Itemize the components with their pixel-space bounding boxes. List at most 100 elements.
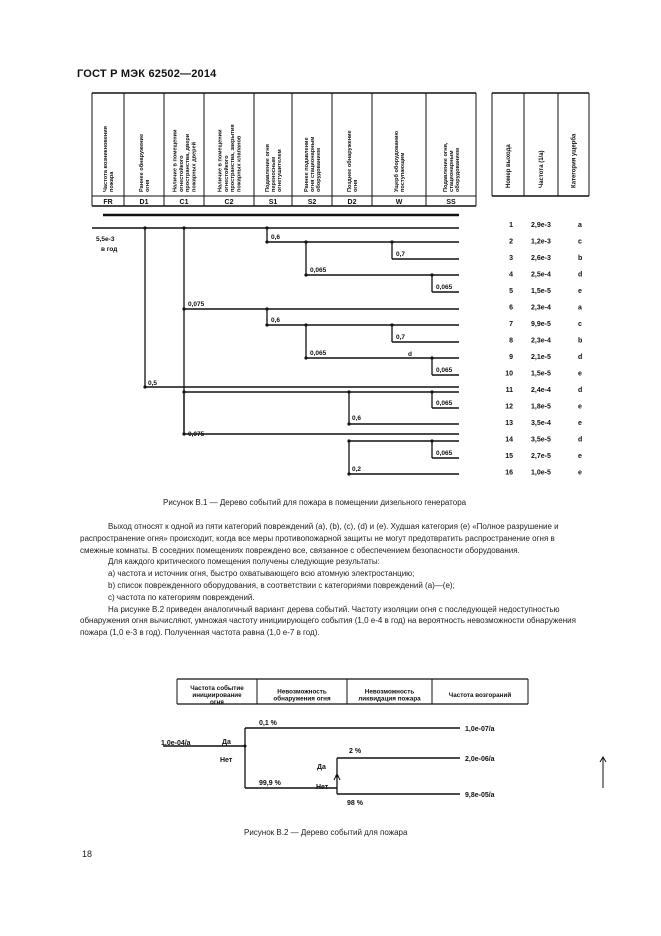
fig2-column-header: Частота событие: [190, 684, 244, 692]
outcome-category: d: [578, 387, 582, 394]
branch-probability: 0,075: [188, 431, 205, 438]
outcome-frequency: 2,3e-4: [531, 338, 551, 345]
branch-probability: 0,6: [352, 415, 361, 422]
outcome-number: 4: [509, 272, 513, 279]
column-header-text: Наличие в помещении: [173, 129, 179, 192]
fig2-prob2-no: 98 %: [347, 800, 364, 807]
outcome-frequency: 2,5e-4: [531, 272, 551, 279]
outcome-category: b: [578, 255, 582, 262]
column-code: S1: [269, 199, 278, 206]
branch-probability: 0,2: [352, 466, 361, 473]
tree-junction: [304, 240, 308, 244]
fig2-arrow-mark: [333, 772, 341, 781]
outcome-number: 16: [505, 470, 513, 477]
outcome-category: e: [578, 404, 582, 411]
branch-probability: 0,065: [310, 267, 327, 274]
page-number: 18: [82, 849, 93, 859]
outcome-frequency: 2,6e-3: [531, 255, 551, 262]
branch-probability: 0,7: [396, 334, 405, 341]
list-item-a: a) частота и источник огня, быстро охват…: [108, 569, 415, 579]
outcome-number: 6: [509, 305, 513, 312]
column-header-text: огня: [145, 180, 151, 192]
column-header-text: пространства, двери: [185, 133, 191, 192]
outcome-frequency: 2,9e-3: [531, 222, 551, 229]
fig2-yes-label: Да: [222, 739, 231, 746]
branch-probability: 0,065: [436, 450, 453, 457]
branch-probability: 0,6: [271, 234, 280, 241]
column-header-text: стационарным: [449, 151, 455, 192]
outcome-frequency: 3,5e-5: [531, 437, 551, 444]
column-header-text: огнестойкого: [178, 155, 185, 192]
column-header-text: пожарных клапанов: [236, 135, 242, 192]
branch-probability: 0,065: [436, 367, 453, 374]
fig2-no2-label: Нет: [316, 784, 329, 791]
outcome-number: 12: [505, 404, 513, 411]
outcome-category: c: [578, 239, 582, 246]
tree-junction: [143, 226, 147, 230]
outcome-frequency: 1,5e-5: [531, 371, 551, 378]
column-header-text: оборудованием: [454, 148, 461, 192]
document-header: ГОСТ Р МЭК 62502—2014: [77, 68, 217, 80]
outcome-category: e: [578, 420, 582, 427]
outcome-category: d: [578, 272, 582, 279]
tree-junction: [265, 226, 269, 230]
outcome-category: e: [578, 288, 582, 295]
fig2-yes2-label: Да: [317, 764, 326, 771]
outcome-category: e: [578, 371, 582, 378]
outcome-number: 8: [509, 338, 513, 345]
tree-junction: [430, 356, 434, 360]
initiating-frequency: 5,5e-3: [96, 236, 115, 243]
column-header-text: Раннее подавление: [304, 137, 310, 192]
fig2-prob2-yes: 2 %: [349, 748, 362, 755]
outcome-category: d: [578, 354, 582, 361]
outcome-frequency: 2,4e-4: [531, 387, 551, 394]
outcome-frequency: 1,8e-5: [531, 404, 551, 411]
fig2-right-arrowhead: [599, 756, 607, 763]
body-text: Выход относят к одной из пяти категорий …: [80, 521, 586, 639]
tree-junction: [265, 307, 269, 311]
column-code: FR: [103, 199, 112, 206]
outcome-number: 5: [509, 288, 513, 295]
tree-junction: [265, 323, 269, 327]
branch-probability: d: [408, 351, 412, 358]
column-header-text: Частота возникновения: [103, 126, 109, 192]
outcome-category: a: [578, 222, 582, 229]
outcome-category: b: [578, 338, 582, 345]
column-code: C1: [180, 199, 189, 206]
branch-probability: 0,7: [396, 251, 405, 258]
event-tree-figure-2: Частота событиеинициированиеогняНевозмож…: [161, 678, 607, 807]
column-header-text: пожара: [109, 171, 115, 192]
column-header-text: оборудованием: [315, 148, 322, 192]
outcome-category: e: [578, 453, 582, 460]
column-code: C2: [225, 199, 234, 206]
branch-probability: 0,6: [271, 317, 280, 324]
initiating-unit: в год: [101, 246, 117, 253]
paragraph-categories: Выход относят к одной из пяти категорий …: [80, 522, 559, 555]
column-code: SS: [446, 199, 456, 206]
fig2-initiating-frequency: 1,0e-04/a: [161, 740, 191, 747]
outcome-frequency: 3,5e-4: [531, 420, 551, 427]
tree-junction: [182, 432, 186, 436]
outcome-number: 11: [506, 387, 514, 394]
fig2-junction: [243, 744, 247, 748]
column-code: S2: [308, 199, 317, 206]
outcome-header: Категория ущерба: [571, 133, 578, 188]
tree-junction: [430, 390, 434, 394]
outcome-category: a: [578, 305, 582, 312]
column-header-text: пространства, закрытия: [230, 124, 236, 192]
branch-probability: 0,075: [188, 301, 205, 308]
tree-junction: [304, 323, 308, 327]
outcome-number: 10: [505, 371, 513, 378]
fig2-result: 1,0e-07/a: [465, 726, 495, 733]
tree-junction: [347, 472, 351, 476]
outcome-frequency: 9,9e-5: [531, 321, 551, 328]
outcome-number: 9: [509, 354, 513, 361]
fig2-column-header: Невозможность: [277, 689, 327, 696]
outcome-frequency: 2,1e-5: [531, 354, 551, 361]
fig2-prob-no: 99,9 %: [259, 780, 282, 787]
paragraph-figure2-intro: На рисунке В.2 приведен аналогичный вари…: [80, 604, 576, 638]
outcome-frequency: 2,3e-4: [531, 305, 551, 312]
figure1-tree: 5,5e-3 в год 0,6 0,7 0,065 0,065 0,075 0,6 0,7 0,…: [92, 213, 459, 476]
outcome-number: 13: [505, 420, 513, 427]
figure2-caption: Рисунок В.2 — Дерево событий для пожара: [244, 828, 408, 837]
